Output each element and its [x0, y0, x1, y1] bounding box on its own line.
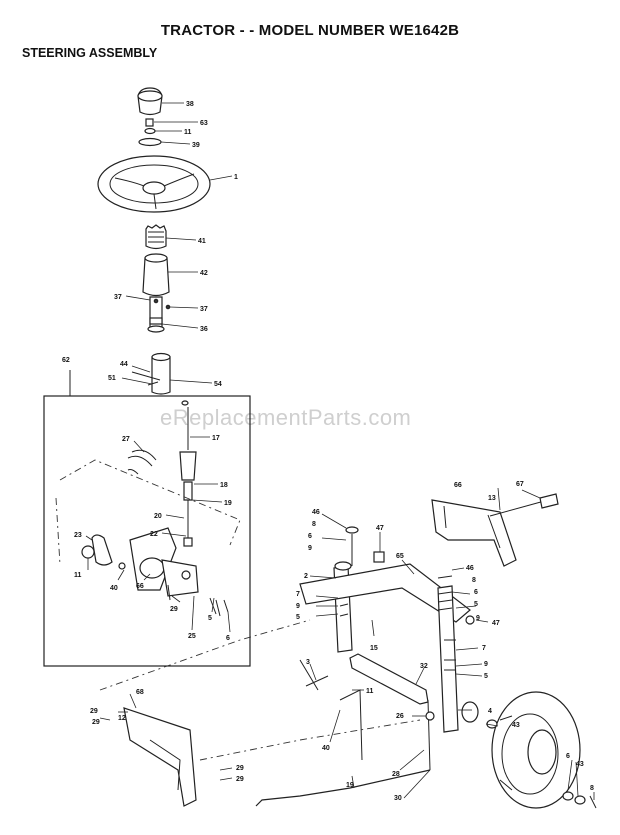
callout-7: 7	[482, 645, 486, 652]
inset-parts	[55, 400, 241, 617]
callout-66: 66	[454, 482, 462, 489]
callout-42: 42	[200, 270, 208, 277]
watermark: eReplacementParts.com	[160, 405, 412, 430]
callout-30: 30	[394, 795, 402, 802]
callout-51: 51	[108, 375, 116, 382]
callout-5: 5	[296, 614, 300, 621]
callout-2: 2	[304, 573, 308, 580]
callout-6: 6	[566, 753, 570, 760]
callout-54: 54	[214, 381, 222, 388]
callout-22: 22	[150, 531, 158, 538]
callout-6: 6	[308, 533, 312, 540]
callout-39: 39	[192, 142, 200, 149]
callout-26: 26	[396, 713, 404, 720]
callout-15: 15	[370, 645, 378, 652]
callout-9: 9	[296, 603, 300, 610]
callout-5: 5	[484, 673, 488, 680]
callout-47: 47	[376, 525, 384, 532]
frame-bracket	[99, 619, 421, 807]
callout-46: 46	[466, 565, 474, 572]
callout-29: 29	[90, 708, 98, 715]
callout-3: 3	[306, 659, 310, 666]
callout-32: 32	[420, 663, 428, 670]
callout-8: 8	[312, 521, 316, 528]
front-wheel	[461, 691, 597, 809]
page-title: TRACTOR - - MODEL NUMBER WE1642B	[160, 22, 460, 39]
callout-25: 25	[188, 633, 196, 640]
callout-19: 19	[224, 500, 232, 507]
callout-46: 46	[312, 509, 320, 516]
callout-36: 36	[200, 326, 208, 333]
callout-68: 68	[136, 689, 144, 696]
callout-12: 12	[118, 715, 126, 722]
callout-63: 63	[200, 120, 208, 127]
callout-41: 41	[198, 238, 206, 245]
callout-44: 44	[120, 361, 128, 368]
steering-bracket	[431, 493, 559, 567]
callout-9: 9	[484, 661, 488, 668]
callout-27: 27	[122, 436, 130, 443]
callout-23: 23	[74, 532, 82, 539]
callout-9: 9	[308, 545, 312, 552]
callout-19: 19	[346, 782, 354, 789]
gear	[145, 224, 167, 250]
callout-38: 38	[186, 101, 194, 108]
steering-shaft	[131, 352, 171, 395]
callout-18: 18	[220, 482, 228, 489]
callout-11: 11	[184, 129, 192, 136]
washer	[144, 127, 156, 135]
callout-7: 7	[296, 591, 300, 598]
callout-28: 28	[392, 771, 400, 778]
callout-65: 65	[396, 553, 404, 560]
callout-6: 6	[226, 635, 230, 642]
callout-6: 6	[474, 589, 478, 596]
callout-8: 8	[590, 785, 594, 792]
bushing	[142, 253, 170, 297]
callout-29: 29	[236, 765, 244, 772]
drag-link	[349, 653, 435, 771]
callout-9: 9	[476, 615, 480, 622]
kit-62-inset-box	[43, 370, 251, 667]
axle-beam	[299, 563, 471, 623]
callout-29: 29	[170, 606, 178, 613]
callout-67: 67	[516, 481, 524, 488]
callout-29: 29	[92, 719, 100, 726]
callout-labels: 38 63 11 39 1 41 42 37 37 36 62 44 51 54…	[62, 101, 594, 802]
callout-37: 37	[114, 294, 122, 301]
screw	[145, 118, 154, 127]
callout-47: 47	[492, 620, 500, 627]
steering-wheel	[97, 155, 211, 213]
callout-11: 11	[74, 572, 82, 579]
callout-37: 37	[200, 306, 208, 313]
callout-20: 20	[154, 513, 162, 520]
callout-66: 66	[136, 583, 144, 590]
callout-62: 62	[62, 357, 70, 364]
callout-5: 5	[474, 601, 478, 608]
steering-cap	[137, 87, 163, 116]
callout-40: 40	[110, 585, 118, 592]
callout-8: 8	[472, 577, 476, 584]
callout-13: 13	[488, 495, 496, 502]
callout-17: 17	[212, 435, 220, 442]
callout-29: 29	[236, 776, 244, 783]
leader-lines	[85, 102, 595, 800]
spindle-right	[437, 575, 475, 733]
diagram-subtitle: STEERING ASSEMBLY	[22, 46, 158, 60]
callout-4: 4	[488, 708, 492, 715]
shaft-upper	[147, 296, 171, 333]
callout-1: 1	[234, 174, 238, 181]
hub-plate	[138, 137, 162, 147]
callout-5: 5	[208, 615, 212, 622]
callout-40: 40	[322, 745, 330, 752]
callout-43: 43	[512, 722, 520, 729]
callout-11: 11	[366, 688, 374, 695]
callout-43: 43	[576, 761, 584, 768]
